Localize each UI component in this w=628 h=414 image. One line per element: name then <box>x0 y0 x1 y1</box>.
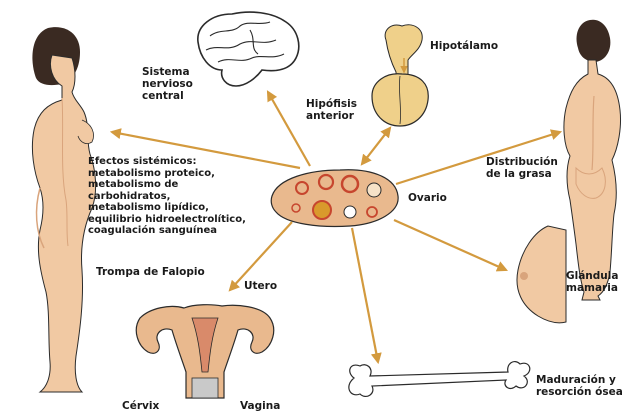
label-uterus: Utero <box>244 280 277 292</box>
label-hypothalamus: Hipotálamo <box>430 40 498 52</box>
label-fallopian-tube: Trompa de Falopio <box>96 266 205 278</box>
label-fat-distribution: Distribución de la grasa <box>486 156 558 180</box>
ovary-illustration <box>271 170 398 227</box>
label-cervix: Cérvix <box>122 400 159 412</box>
bone-illustration <box>349 362 530 397</box>
label-ovary: Ovario <box>408 192 447 204</box>
uterus-illustration <box>136 305 273 398</box>
arrow-to-nervous-system <box>268 92 310 166</box>
breast-illustration <box>517 226 566 323</box>
label-central-nervous-system: Sistema nervioso central <box>142 66 193 102</box>
label-anterior-pituitary: Hipófisis anterior <box>306 98 357 122</box>
label-bone-maturation: Maduración y resorción ósea <box>536 374 623 398</box>
brain-illustration <box>198 12 299 86</box>
woman-side-view <box>32 27 95 392</box>
label-systemic-effects: Efectos sistémicos: metabolismo proteico… <box>88 156 246 237</box>
label-mammary-gland: Glándula mamaria <box>566 270 618 294</box>
label-vagina: Vagina <box>240 400 280 412</box>
arrow-ovary-pituitary <box>362 128 390 164</box>
hypothalamus-pituitary-illustration <box>372 25 428 126</box>
arrow-to-bone <box>352 228 378 362</box>
arrow-to-mammary-gland <box>394 220 506 270</box>
woman-back-view <box>564 20 621 300</box>
